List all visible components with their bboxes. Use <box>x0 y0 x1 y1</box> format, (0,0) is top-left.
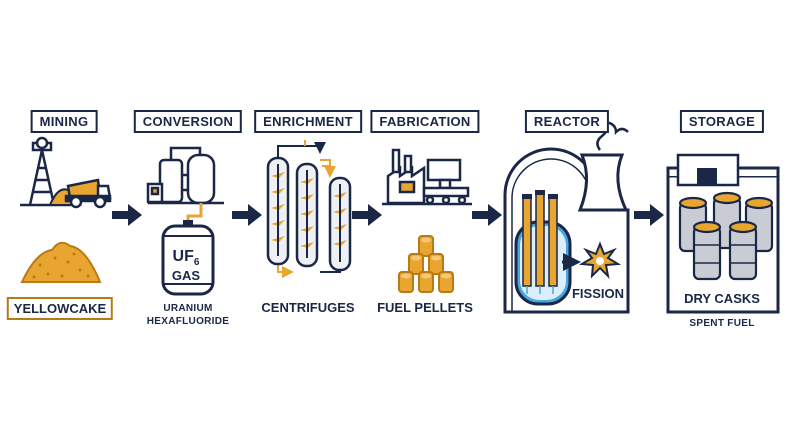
storage-caption: DRY CASKS <box>684 291 760 306</box>
flow-arrow-1 <box>112 204 142 226</box>
dry-cask-cluster-icon <box>678 191 774 281</box>
uf6-tank-icon: UF6 GAS <box>161 220 215 296</box>
uf6-formula: UF <box>173 248 195 265</box>
conversion-caption-line2: HEXAFLUORIDE <box>146 316 230 327</box>
svg-text:UF6: UF6 <box>173 248 200 268</box>
flow-arrow-5 <box>634 204 664 226</box>
reactor-vessel-icon <box>514 190 572 306</box>
conversion-caption-line1: URANIUM <box>163 303 213 314</box>
stage-title-mining: MINING <box>30 110 98 134</box>
mining-headframe-icon <box>20 136 70 207</box>
yellowcake-pile-icon <box>20 241 102 283</box>
yellowcake-label: YELLOWCAKE <box>6 297 114 321</box>
cooling-tower-icon <box>577 120 629 212</box>
fission-burst-icon <box>578 241 622 279</box>
flow-arrow-4 <box>472 204 502 226</box>
storage-subcaption: SPENT FUEL <box>689 318 755 329</box>
flow-arrow-2 <box>232 204 262 226</box>
flow-arrow-3 <box>352 204 382 226</box>
stage-title-storage: STORAGE <box>679 110 765 134</box>
uf6-subscript: 6 <box>194 257 200 268</box>
stage-title-reactor: REACTOR <box>524 110 610 134</box>
uf6-state: GAS <box>172 268 201 283</box>
stage-title-enrichment: ENRICHMENT <box>254 110 362 134</box>
fuel-pellets-icon <box>398 235 454 293</box>
flow-arrows <box>112 204 664 226</box>
fission-label: FISSION <box>571 286 625 301</box>
conversion-plant-icon <box>146 146 224 205</box>
enrichment-caption: CENTRIFUGES <box>261 300 355 315</box>
fabrication-factory-icon <box>382 148 472 206</box>
stage-title-fabrication: FABRICATION <box>370 110 480 134</box>
fabrication-caption: FUEL PELLETS <box>377 300 473 315</box>
dump-truck-icon <box>64 178 112 209</box>
stage-title-conversion: CONVERSION <box>133 110 243 134</box>
centrifuge-cascade-icon <box>266 140 352 278</box>
